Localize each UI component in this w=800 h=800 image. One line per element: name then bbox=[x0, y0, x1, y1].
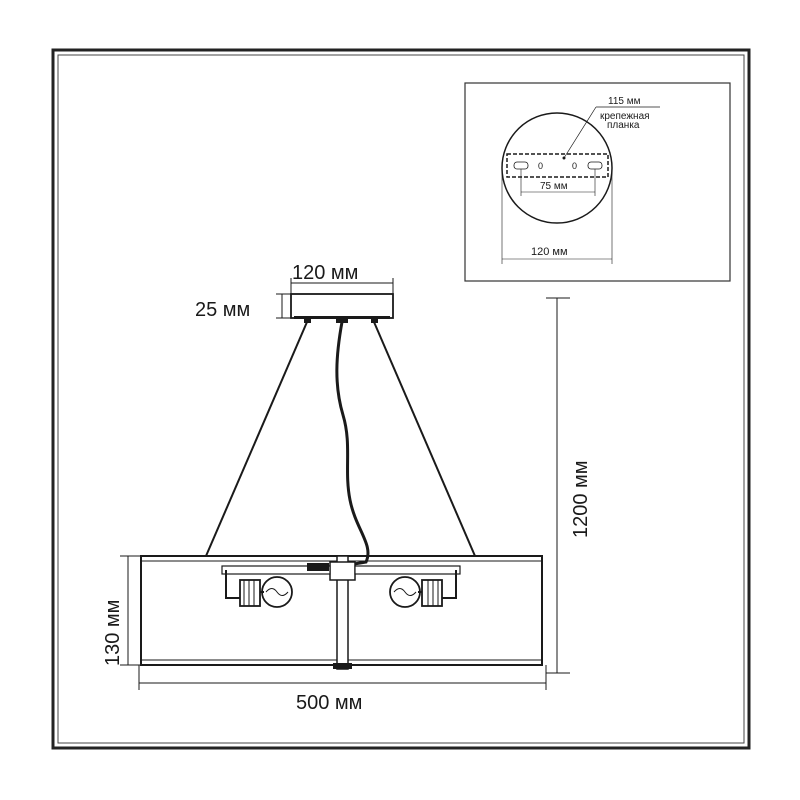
suspension-clip-center bbox=[336, 318, 348, 323]
stem-hub bbox=[329, 561, 356, 581]
dimension-canopy-width: 120 мм bbox=[290, 262, 394, 294]
dimension-canopy-height: 25 мм bbox=[195, 293, 291, 321]
left-socket bbox=[239, 579, 261, 607]
slot-hole-left bbox=[513, 161, 529, 170]
power-cord bbox=[335, 321, 370, 568]
screw-right-label: 0 bbox=[572, 161, 577, 171]
suspension-clip-right bbox=[371, 318, 378, 323]
dimension-total-height: 1200 мм bbox=[546, 297, 592, 674]
shade-height-label: 130 мм bbox=[102, 600, 124, 666]
left-holder-bracket bbox=[225, 570, 244, 599]
cord-connector bbox=[307, 563, 329, 571]
right-socket bbox=[421, 579, 443, 607]
dimension-shade-width: 500 мм bbox=[138, 665, 547, 714]
screw-left-label: 0 bbox=[538, 161, 543, 171]
total-height-label: 1200 мм bbox=[570, 460, 592, 538]
plate-size-label: 115 мм bbox=[608, 96, 641, 107]
canopy-height-label: 25 мм bbox=[195, 299, 250, 321]
plate-caption-1: крепежная bbox=[600, 111, 650, 122]
canopy-top-circle bbox=[501, 112, 613, 224]
canopy-bottom-edge bbox=[294, 316, 390, 319]
lamp-side-view bbox=[140, 293, 543, 670]
arm-left bbox=[221, 565, 331, 575]
stem-bottom-cap bbox=[333, 663, 352, 669]
inner-frame bbox=[57, 54, 745, 744]
left-bulb-filament bbox=[265, 588, 289, 596]
canopy bbox=[290, 293, 394, 319]
inset-panel: 0 0 115 мм крепежная планка 75 мм 120 мм bbox=[464, 82, 731, 282]
wire-right bbox=[373, 321, 476, 557]
canopy-width-label: 120 мм bbox=[292, 262, 358, 284]
diameter-label: 120 мм bbox=[531, 246, 568, 258]
wire-left bbox=[205, 321, 308, 557]
outer-frame bbox=[51, 48, 751, 750]
suspension-clip-left bbox=[304, 318, 311, 323]
dimension-shade-height: 130 мм bbox=[102, 555, 141, 666]
plate-leader-line bbox=[563, 106, 597, 159]
slot-hole-right bbox=[587, 161, 603, 170]
hole-spacing-label: 75 мм bbox=[540, 181, 568, 192]
inset-frame bbox=[464, 82, 731, 282]
right-holder-bracket bbox=[438, 570, 457, 599]
mounting-plate bbox=[506, 153, 609, 178]
shade-width-label: 500 мм bbox=[296, 692, 362, 714]
plate-caption-2: планка bbox=[607, 120, 640, 131]
right-bulb-filament bbox=[393, 588, 417, 596]
arm-right bbox=[354, 565, 461, 575]
